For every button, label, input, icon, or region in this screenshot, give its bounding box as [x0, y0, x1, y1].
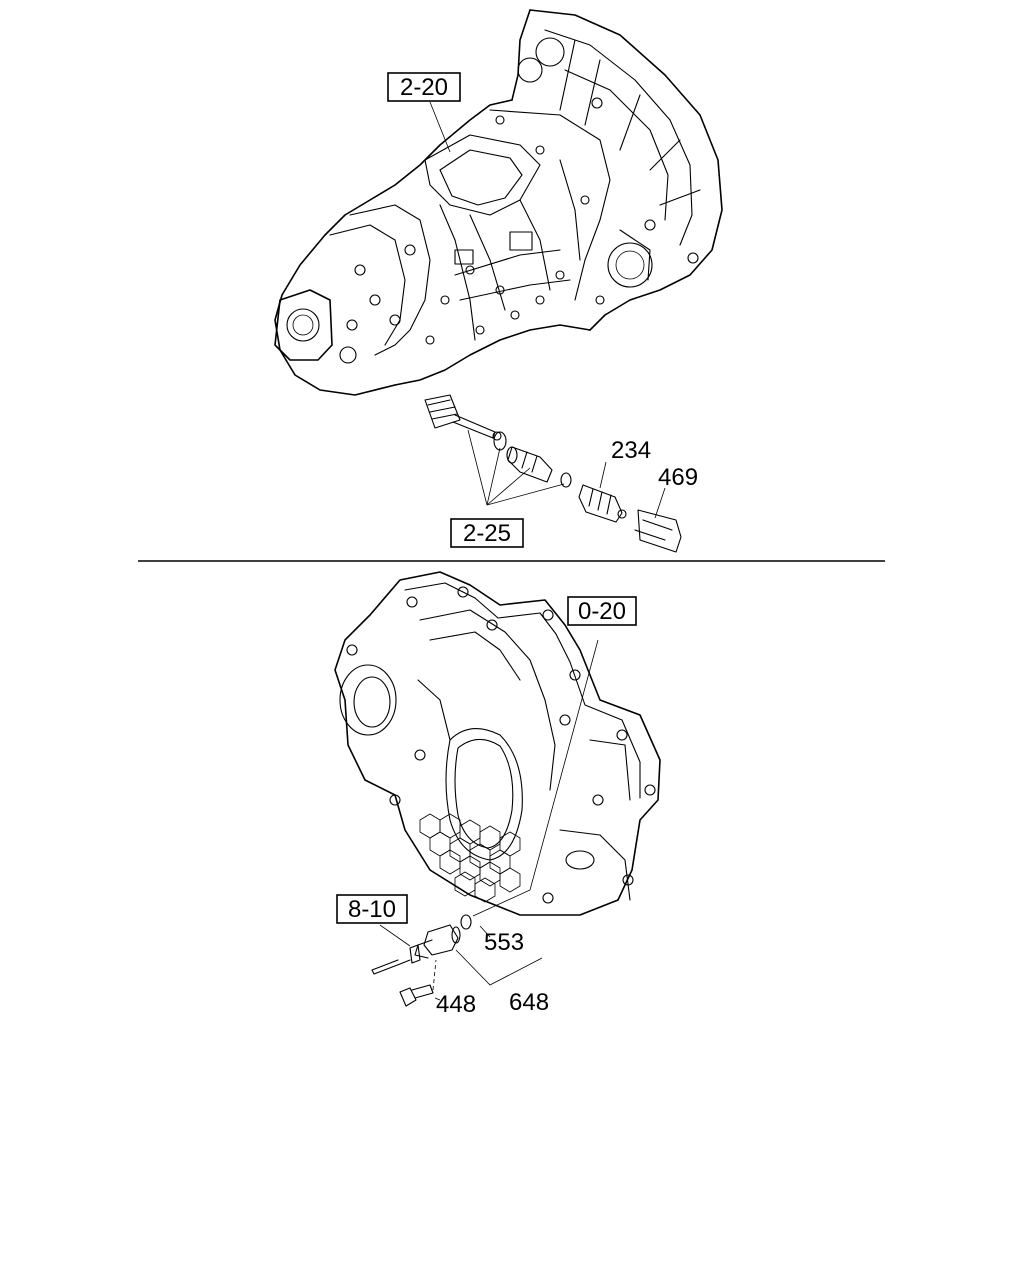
ref-box-2-20: 2-20 — [387, 72, 461, 102]
ref-2-20-label: 2-20 — [400, 74, 448, 101]
speedometer-drive-parts — [424, 101, 682, 553]
part-553-label: 553 — [484, 929, 524, 956]
ref-2-25-label: 2-25 — [463, 520, 511, 547]
part-448-label: 448 — [436, 991, 476, 1018]
part-648-label: 648 — [509, 989, 549, 1016]
part-234-label: 234 — [611, 437, 651, 464]
part-469-label: 469 — [658, 464, 698, 491]
ref-box-8-10: 8-10 — [336, 894, 408, 924]
honeycomb-ribbing — [419, 813, 521, 903]
ref-box-0-20: 0-20 — [567, 596, 637, 626]
transmission-drawing — [274, 9, 723, 396]
ref-0-20-label: 0-20 — [578, 598, 626, 625]
flywheel-housing-drawing — [334, 571, 661, 916]
ref-8-10-label: 8-10 — [348, 896, 396, 923]
sensor-parts — [371, 639, 599, 1007]
ref-box-2-25: 2-25 — [450, 518, 524, 548]
